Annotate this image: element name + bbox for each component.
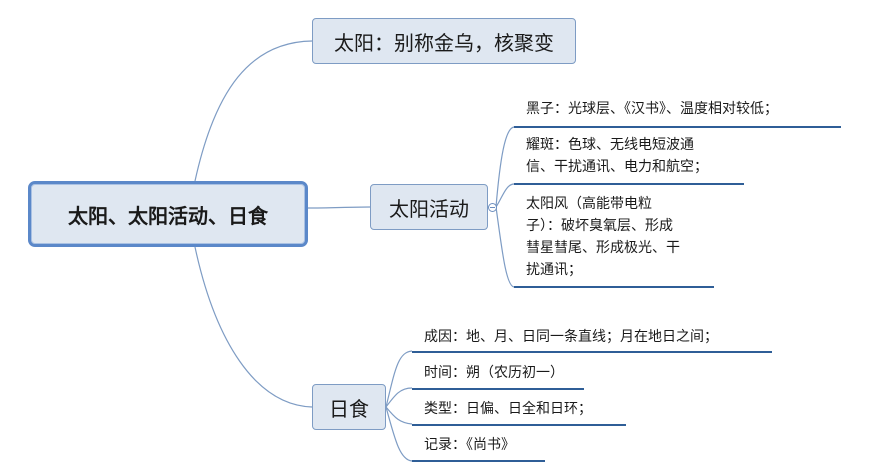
leaf-line: 黑子：光球层、《汉书》、温度相对较低； [526, 101, 778, 117]
leaf-line: 子）：破坏臭氧层、形成 [526, 218, 673, 234]
underline [412, 424, 626, 426]
root-node-label: 太阳、太阳活动、日食 [68, 203, 268, 228]
underline [412, 351, 772, 353]
connector-root-eclipse [194, 246, 313, 408]
leaf-line: 成因：地、月、日同一条直线；月在地日之间； [424, 329, 718, 345]
branch-solar-eclipse-label: 日食 [329, 396, 369, 421]
connector-eclipse-leaf-2 [385, 387, 413, 408]
leaf-line: 耀斑：色球、无线电短波通 [526, 137, 694, 153]
leaf-line: 记录：《尚书》 [424, 437, 515, 453]
connector-activity-leaf-2 [495, 183, 515, 208]
underline [412, 388, 584, 390]
collapse-toggle-activity[interactable] [488, 203, 497, 212]
activity-leaf-flare[interactable]: 耀斑：色球、无线电短波通 信、干扰通讯、电力和航空； [514, 134, 754, 178]
leaf-line: 扰通讯； [526, 262, 582, 278]
connector-eclipse-leaf-3 [385, 406, 413, 425]
eclipse-leaf-record[interactable]: 记录：《尚书》 [412, 434, 552, 456]
branch-sun-label: 太阳：别称金乌，核聚变 [334, 30, 554, 55]
activity-leaf-solar-wind[interactable]: 太阳风（高能带电粒 子）：破坏臭氧层、形成 彗星彗尾、形成极光、干 扰通讯； [514, 193, 724, 281]
branch-sun[interactable]: 太阳：别称金乌，核聚变 [312, 18, 576, 64]
connector-root-activity [307, 206, 371, 209]
leaf-line: 信、干扰通讯、电力和航空； [526, 159, 708, 175]
leaf-line: 类型：日偏、日全和日环； [424, 401, 592, 417]
eclipse-leaf-cause[interactable]: 成因：地、月、日同一条直线；月在地日之间； [412, 326, 777, 348]
connector-activity-leaf-1 [495, 126, 515, 208]
branch-solar-activity-label: 太阳活动 [389, 196, 469, 221]
eclipse-leaf-time[interactable]: 时间：朔（农历初一） [412, 362, 592, 384]
eclipse-leaf-type[interactable]: 类型：日偏、日全和日环； [412, 398, 632, 420]
connector-root-sun [194, 40, 313, 182]
branch-solar-eclipse[interactable]: 日食 [312, 384, 386, 430]
connector-eclipse-leaf-1 [385, 350, 413, 408]
underline [514, 286, 714, 288]
leaf-line: 时间：朔（农历初一） [424, 365, 564, 381]
root-node[interactable]: 太阳、太阳活动、日食 [28, 181, 308, 247]
connector-eclipse-leaf-4 [385, 406, 413, 462]
connector-activity-leaf-3 [495, 206, 515, 288]
activity-leaf-sunspot[interactable]: 黑子：光球层、《汉书》、温度相对较低； [514, 98, 844, 120]
leaf-line: 彗星彗尾、形成极光、干 [526, 240, 680, 256]
underline [514, 126, 841, 128]
branch-solar-activity[interactable]: 太阳活动 [370, 184, 488, 230]
leaf-line: 太阳风（高能带电粒 [526, 196, 652, 212]
underline [514, 183, 744, 185]
underline [412, 460, 545, 462]
